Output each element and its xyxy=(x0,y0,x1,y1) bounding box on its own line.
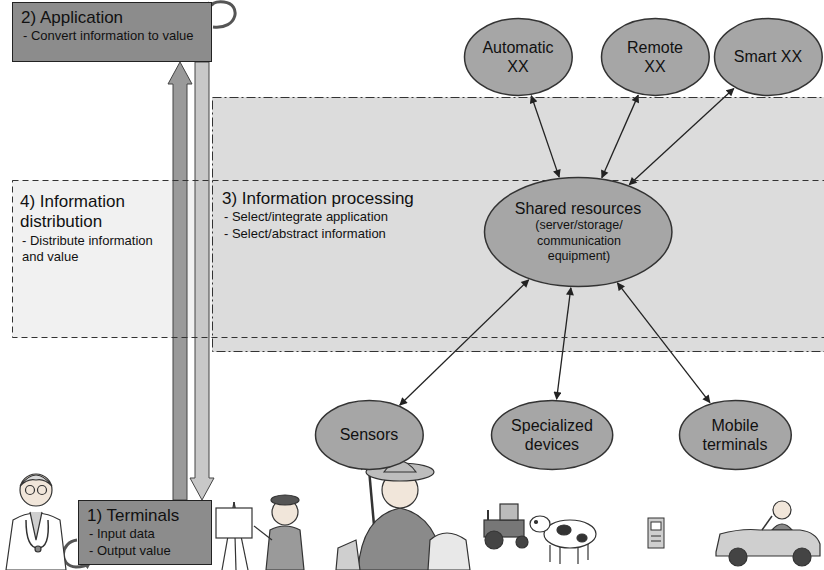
node-heading: Specialized devices xyxy=(507,416,596,454)
node-detail: - Input data xyxy=(87,526,203,542)
connector-arrow xyxy=(617,283,710,403)
node-heading: Sensors xyxy=(329,425,409,444)
text-group: Smart XX xyxy=(728,47,808,66)
text-group: Mobile terminals xyxy=(694,416,777,454)
connector-arrow xyxy=(557,288,571,399)
node-heading: 1) Terminals xyxy=(87,506,203,526)
painter-figure xyxy=(216,495,304,570)
region-fill xyxy=(212,97,824,352)
text-group: Remote XX xyxy=(615,38,695,76)
ellipse-outline xyxy=(678,399,793,471)
resource-ellipse: Shared resources(server/storage/ communi… xyxy=(483,176,673,288)
doctor-figure xyxy=(6,474,66,570)
vending-device xyxy=(648,518,664,548)
cow-figure xyxy=(530,516,596,564)
node-heading: Smart XX xyxy=(728,47,808,66)
node-heading: 2) Application xyxy=(21,8,203,28)
node-heading: Automatic XX xyxy=(478,38,558,76)
text-group: Automatic XX xyxy=(478,38,558,76)
node-detail: - Output value xyxy=(87,543,203,559)
node-detail: - Distribute information and value xyxy=(20,233,168,266)
connector-arrow xyxy=(531,96,559,177)
ellipse-outline xyxy=(463,17,574,97)
node-heading: Remote XX xyxy=(615,38,695,76)
text-group: Specialized devices xyxy=(507,416,596,454)
node-detail: - Convert information to value xyxy=(21,28,203,44)
region-border xyxy=(13,181,824,338)
ellipse-shape xyxy=(679,401,791,470)
ellipse-shape xyxy=(491,401,612,470)
connector-arrow xyxy=(400,280,529,405)
ellipse-shape xyxy=(484,178,671,287)
connector-arrow xyxy=(629,88,734,184)
region-border xyxy=(213,98,824,352)
connector-arrow xyxy=(602,95,638,178)
car-figure xyxy=(716,501,820,566)
node-heading: 4) Information distribution xyxy=(20,192,168,233)
device-ellipse: Specialized devices xyxy=(490,399,614,471)
ellipse-outline xyxy=(600,17,711,97)
process-box: 2) Application- Convert information to v… xyxy=(12,2,212,62)
service-ellipse: Remote XX xyxy=(600,17,711,97)
flow-arrow xyxy=(168,62,192,500)
tractor-figure xyxy=(484,504,528,549)
ellipse-shape xyxy=(464,19,572,96)
text-group: 3) Information processing- Select/integr… xyxy=(222,189,484,242)
ellipse-shape xyxy=(601,19,709,96)
ellipse-outline xyxy=(490,399,614,471)
node-detail: - Select/integrate application xyxy=(222,209,484,225)
region-outline xyxy=(12,180,824,338)
farmer-figure xyxy=(336,456,470,570)
ellipse-shape xyxy=(315,401,423,470)
ellipse-shape xyxy=(714,19,822,96)
text-group: Sensors xyxy=(329,425,409,444)
service-ellipse: Smart XX xyxy=(713,17,824,97)
node-heading: 3) Information processing xyxy=(222,189,484,209)
node-heading: Shared resources xyxy=(509,199,646,218)
region-band: 3) Information processing- Select/integr… xyxy=(212,97,824,352)
text-group: 4) Information distribution- Distribute … xyxy=(20,192,168,265)
text-group: 1) Terminals- Input data- Output value xyxy=(87,506,203,559)
node-detail: - Select/abstract information xyxy=(222,226,484,242)
region-band: 4) Information distribution- Distribute … xyxy=(12,180,824,338)
node-detail: (server/storage/ communication equipment… xyxy=(509,218,646,265)
text-group: Shared resources(server/storage/ communi… xyxy=(509,199,646,265)
device-ellipse: Mobile terminals xyxy=(678,399,793,471)
flow-arrow xyxy=(190,62,214,500)
process-box: 1) Terminals- Input data- Output value xyxy=(78,500,212,565)
device-ellipse: Sensors xyxy=(314,399,425,471)
service-ellipse: Automatic XX xyxy=(463,17,574,97)
cycle-arrow xyxy=(209,2,235,27)
node-heading: Mobile terminals xyxy=(694,416,777,454)
text-group: 2) Application- Convert information to v… xyxy=(21,8,203,45)
